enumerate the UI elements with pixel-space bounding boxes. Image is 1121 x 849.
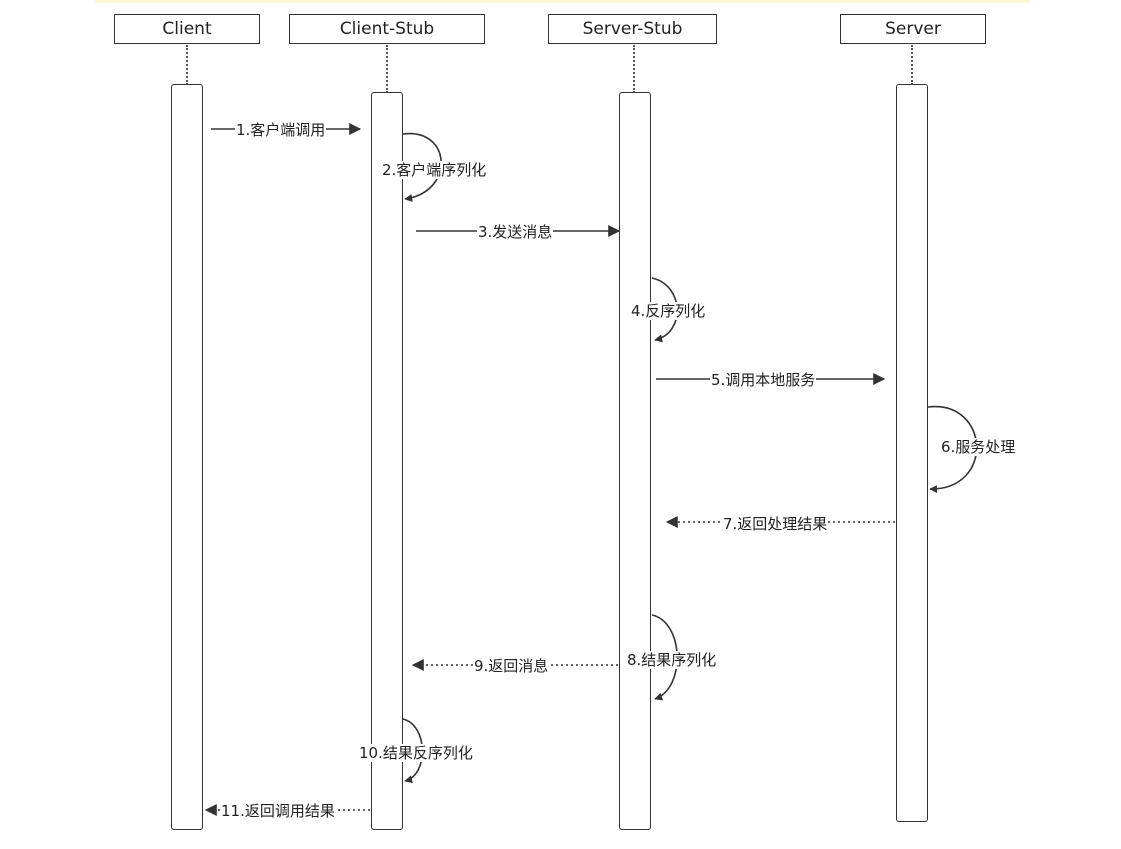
participant-client-stub: Client-Stub	[289, 14, 485, 44]
lifeline-server-stub	[633, 45, 635, 93]
step-label-3: 3.发送消息	[477, 223, 554, 241]
participant-server: Server	[840, 14, 986, 44]
step-label-10: 10.结果反序列化	[358, 744, 474, 762]
activation-bar-server	[896, 84, 928, 822]
step-label-2: 2.客户端序列化	[381, 161, 488, 179]
step-label-5: 5.调用本地服务	[710, 371, 817, 389]
lifeline-client-stub	[386, 45, 388, 93]
step-label-9: 9.返回消息	[473, 657, 550, 675]
step-label-8: 8.结果序列化	[626, 651, 718, 669]
top-highlight-strip	[95, 0, 1030, 3]
lifeline-client	[186, 45, 188, 85]
step-label-6: 6.服务处理	[940, 438, 1017, 456]
lifeline-server	[911, 45, 913, 85]
step-label-11: 11.返回调用结果	[220, 802, 336, 820]
participant-client: Client	[114, 14, 260, 44]
step-label-1: 1.客户端调用	[235, 121, 327, 139]
step-label-7: 7.返回处理结果	[722, 515, 829, 533]
step-label-4: 4.反序列化	[630, 302, 707, 320]
activation-bar-server-stub	[619, 92, 651, 830]
activation-bar-client	[171, 84, 203, 830]
participant-server-stub: Server-Stub	[548, 14, 717, 44]
activation-bar-client-stub	[371, 92, 403, 830]
